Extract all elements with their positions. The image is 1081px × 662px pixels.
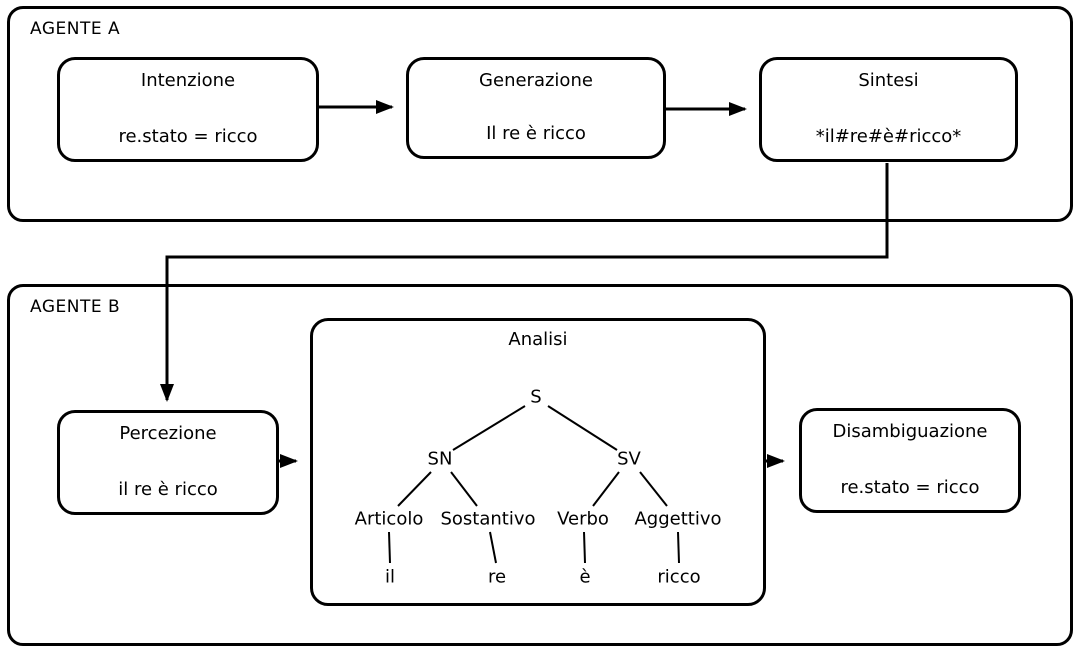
agent-b-label: AGENTE B [30, 297, 121, 317]
agent-a-container: AGENTE A Intenzione re.stato = ricco Gen… [7, 6, 1073, 222]
analisi-title: Analisi [508, 329, 568, 350]
intenzione-title: Intenzione [140, 70, 236, 91]
generazione-box: Generazione Il re è ricco [406, 57, 666, 159]
tree-node-aggettivo: Aggettivo [632, 508, 724, 530]
sintesi-value: *il#re#è#ricco* [815, 126, 962, 147]
percezione-box: Percezione il re è ricco [57, 410, 279, 515]
disambiguazione-box: Disambiguazione re.stato = ricco [799, 408, 1021, 513]
tree-leaf-re: re [485, 566, 509, 588]
sintesi-title: Sintesi [858, 70, 919, 91]
tree-leaf-e: è [577, 566, 593, 588]
tree-node-articolo: Articolo [352, 508, 426, 530]
disambiguazione-title: Disambiguazione [832, 421, 988, 442]
tree-node-sostantivo: Sostantivo [438, 508, 538, 530]
generazione-value: Il re è ricco [486, 123, 586, 144]
percezione-title: Percezione [119, 423, 217, 444]
intenzione-value: re.stato = ricco [118, 126, 258, 147]
tree-leaf-il: il [382, 566, 398, 588]
tree-node-sn: SN [425, 448, 455, 470]
tree-node-sv: SV [615, 448, 643, 470]
disambiguazione-value: re.stato = ricco [840, 477, 980, 498]
analisi-box: Analisi S SN SV Articolo Sostantivo Verb… [310, 318, 766, 606]
tree-leaf-ricco: ricco [655, 566, 703, 588]
agent-b-container: AGENTE B Percezione il re è ricco Analis… [7, 284, 1073, 646]
tree-node-s: S [528, 386, 544, 408]
generazione-title: Generazione [479, 70, 593, 91]
sintesi-box: Sintesi *il#re#è#ricco* [759, 57, 1018, 162]
percezione-value: il re è ricco [118, 479, 218, 500]
tree-node-verbo: Verbo [555, 508, 611, 530]
agent-a-label: AGENTE A [30, 19, 121, 39]
intenzione-box: Intenzione re.stato = ricco [57, 57, 319, 162]
